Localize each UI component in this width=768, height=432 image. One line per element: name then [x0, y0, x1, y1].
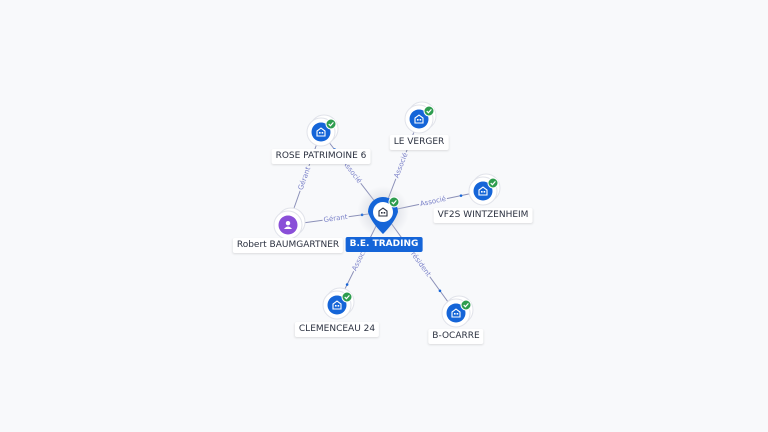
edge-arrow: [345, 283, 349, 286]
center-node-label[interactable]: B.E. TRADING: [345, 237, 423, 252]
node-clem[interactable]: [322, 287, 355, 320]
edge-arrow: [438, 289, 442, 293]
node-disc: [311, 122, 331, 142]
building-icon: [451, 308, 461, 318]
building-icon: [378, 207, 388, 217]
node-label[interactable]: CLEMENCEAU 24: [294, 322, 380, 337]
node-label[interactable]: LE VERGER: [389, 135, 449, 150]
user-icon: [284, 221, 292, 229]
node-disc: [409, 109, 429, 129]
edge-label: Gérant: [323, 213, 348, 224]
edge-label-bg: [418, 194, 448, 209]
building-icon: [478, 186, 488, 196]
pin-inner: [373, 202, 393, 222]
edge-label: Associé: [392, 152, 409, 180]
building-icon: [316, 127, 326, 137]
building-icon: [414, 114, 424, 124]
verified-check-icon: [341, 291, 353, 303]
node-vf2s[interactable]: [468, 173, 501, 206]
node-rose[interactable]: [306, 114, 339, 147]
node-label[interactable]: VF2S WINTZENHEIM: [433, 208, 533, 223]
edge-center-vf2s: Associé: [382, 190, 484, 213]
edge-label: Gérant: [297, 166, 313, 192]
edge-label-bg: [296, 164, 313, 193]
node-robert[interactable]: [273, 207, 306, 240]
verified-check-icon: [460, 299, 472, 311]
verified-check-icon: [423, 105, 435, 117]
node-label[interactable]: Robert BAUMGARTNER: [232, 238, 344, 253]
node-bocarre[interactable]: [441, 295, 474, 328]
verified-check-icon: [388, 196, 400, 208]
node-disc: [473, 181, 493, 201]
node-verger[interactable]: [404, 101, 437, 134]
verified-check-icon: [487, 177, 499, 189]
edge-label-bg: [322, 212, 350, 225]
node-disc: [446, 303, 466, 323]
edge-label: Associé: [419, 195, 447, 208]
building-icon: [332, 300, 342, 310]
edge-label-bg: [392, 150, 410, 181]
node-disc: [327, 295, 347, 315]
edge-label-bg: [406, 246, 434, 280]
center-node[interactable]: [357, 186, 409, 238]
edge-label-bg: [340, 158, 364, 186]
edge-arrow: [459, 194, 463, 197]
verified-check-icon: [325, 118, 337, 130]
node-label[interactable]: B-OCARRE: [428, 329, 484, 344]
node-label[interactable]: ROSE PATRIMOINE 6: [271, 149, 371, 164]
